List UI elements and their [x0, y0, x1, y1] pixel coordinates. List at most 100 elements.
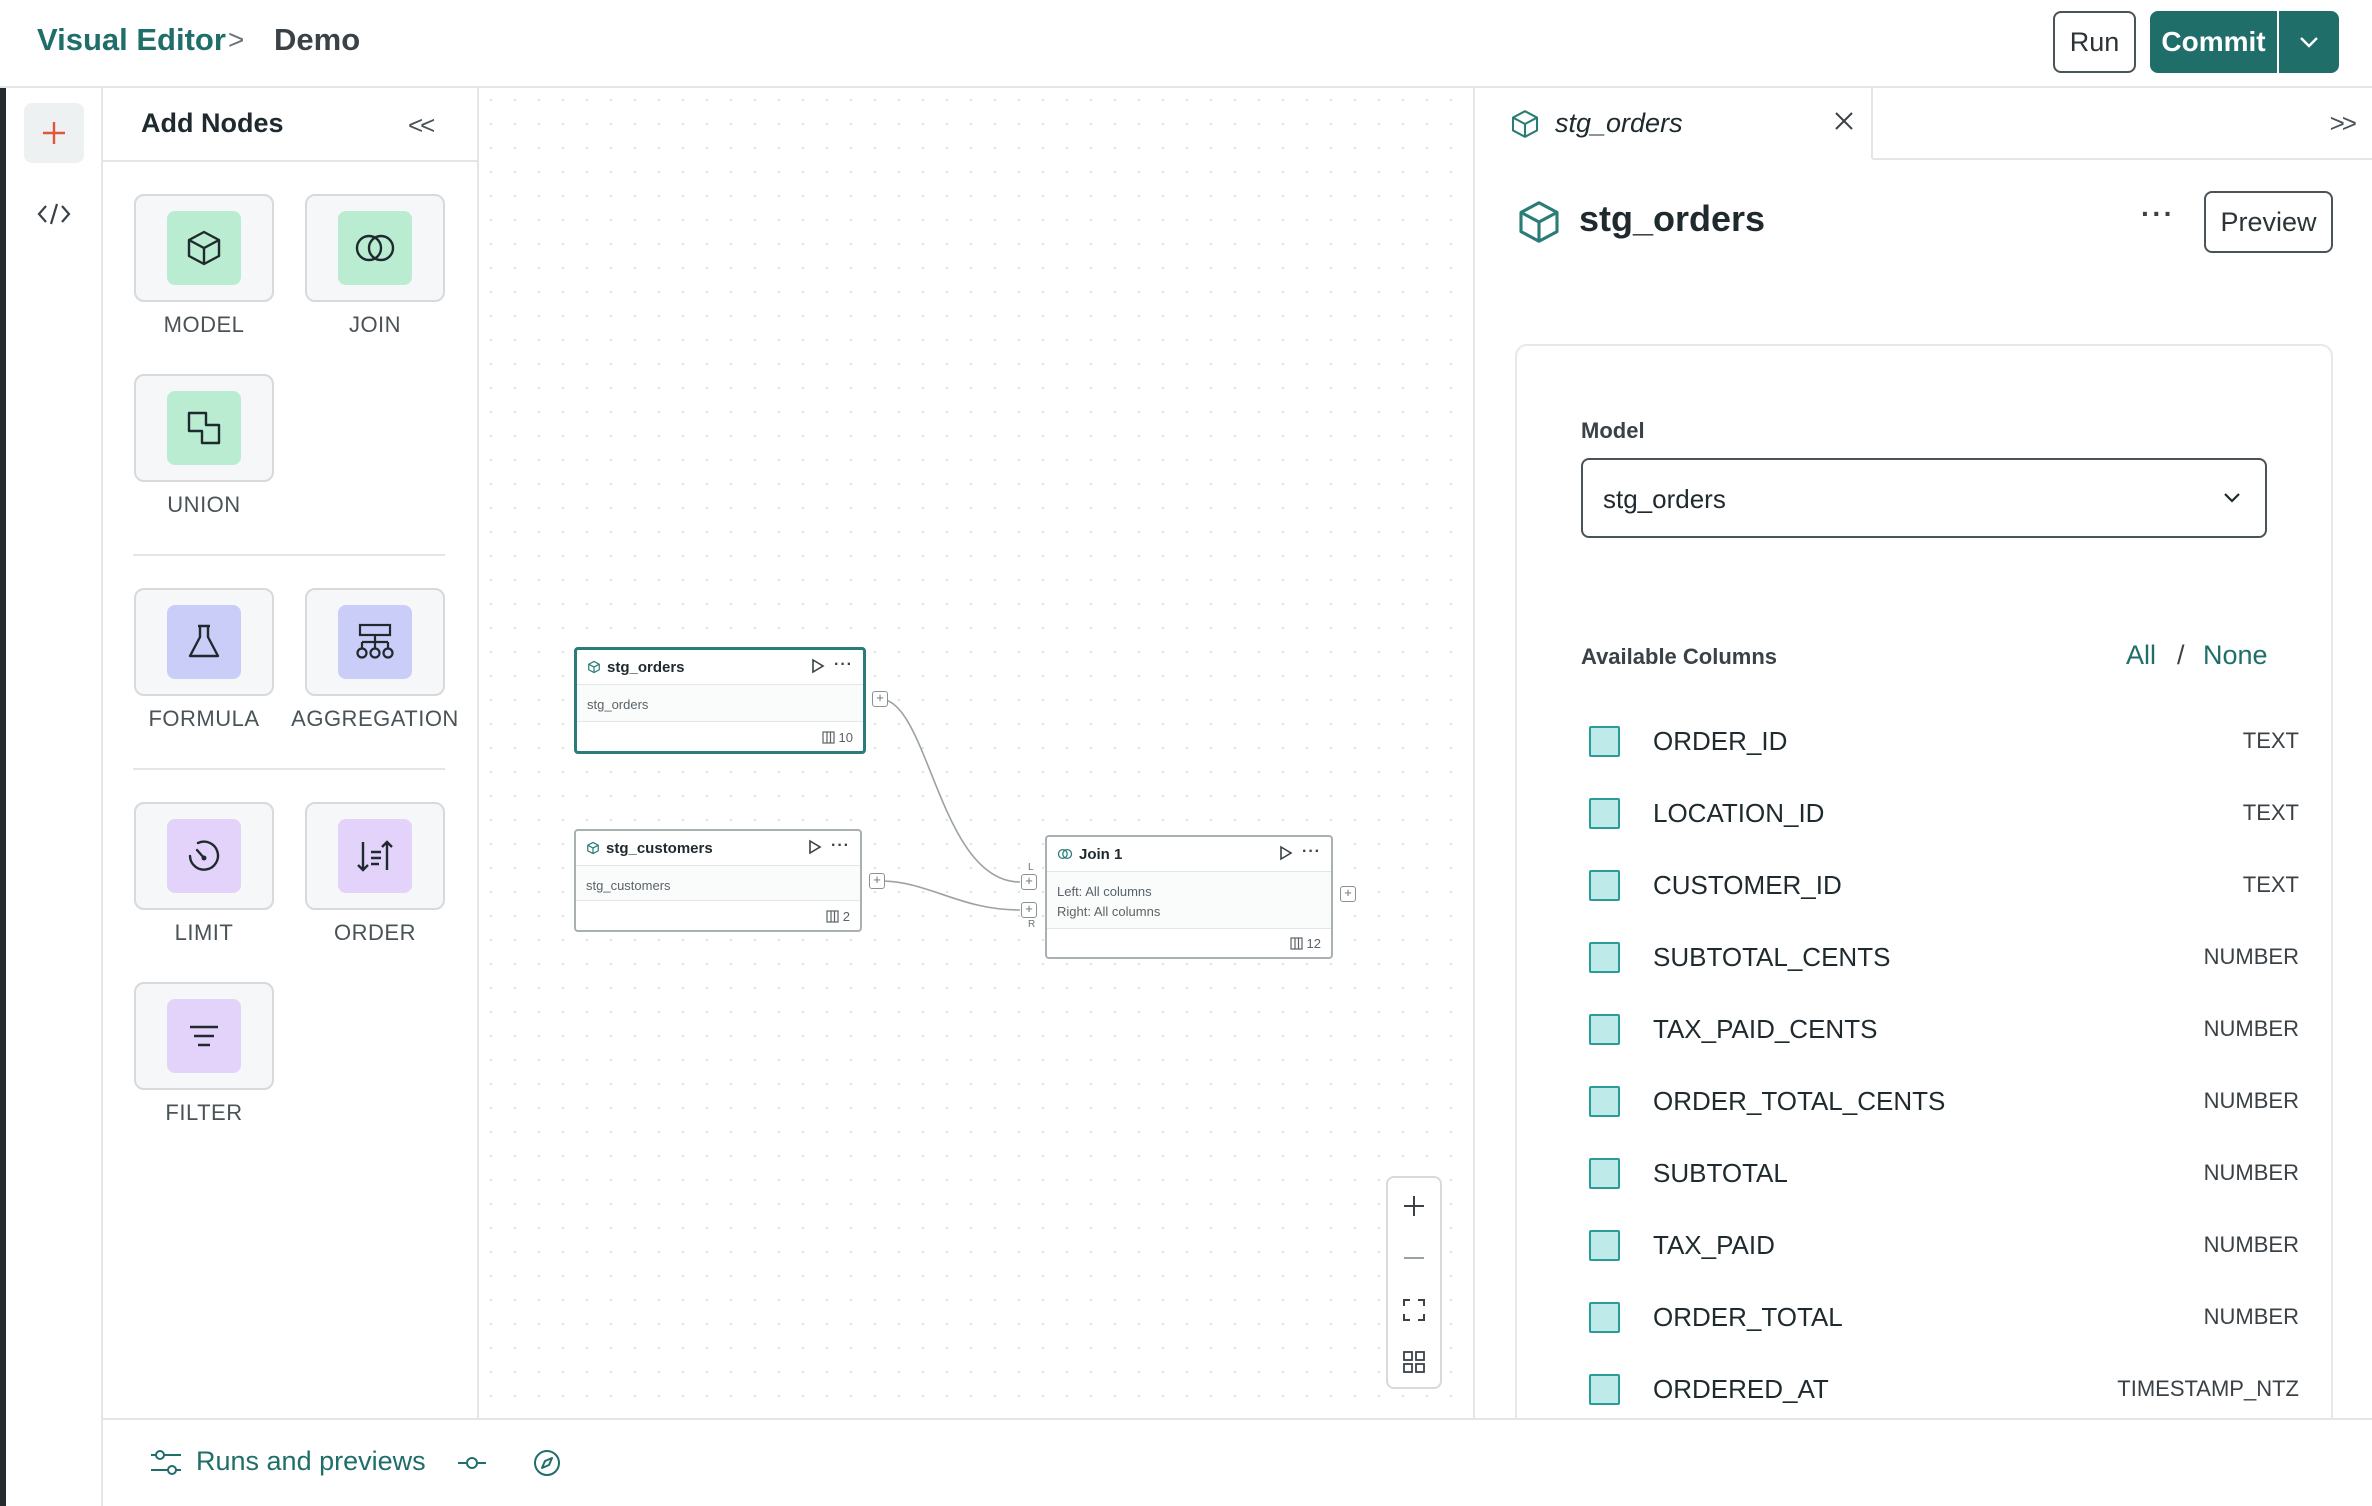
close-icon[interactable] — [1833, 110, 1855, 132]
inspector-tab-bar: stg_orders >> — [1475, 88, 2372, 160]
column-row[interactable]: ORDER_ID TEXT — [1589, 718, 2299, 766]
column-name: ORDER_ID — [1653, 726, 1788, 756]
node-header: stg_orders ··· — [577, 650, 863, 684]
collapse-panel-button[interactable]: << — [408, 110, 435, 140]
select-all-columns-link[interactable]: All — [2126, 640, 2157, 670]
model-node-label: MODEL — [163, 312, 245, 337]
column-type: NUMBER — [2203, 1160, 2299, 1185]
more-icon[interactable]: ··· — [831, 837, 850, 854]
order-node-tile[interactable] — [305, 802, 445, 910]
expand-panel-button[interactable]: >> — [2329, 108, 2357, 138]
model-select-value: stg_orders — [1603, 484, 1726, 514]
column-checkbox[interactable] — [1589, 798, 1620, 829]
top-bar: Visual Editor > Demo Run Commit — [0, 0, 2372, 88]
commit-options-button[interactable] — [2279, 11, 2339, 73]
node-inspector-panel: stg_orders >> stg_orders ··· Preview Mod… — [1473, 88, 2372, 1418]
column-row[interactable]: ORDER_TOTAL NUMBER — [1589, 1294, 2299, 1342]
plus-icon — [43, 122, 65, 144]
column-checkbox[interactable] — [1589, 1158, 1620, 1189]
flask-icon — [167, 605, 241, 679]
output-port-join-1[interactable]: + — [1340, 886, 1356, 902]
join-left-summary: Left: All columns — [1057, 884, 1152, 899]
union-node-tile[interactable] — [134, 374, 274, 482]
more-options-button[interactable]: ··· — [2141, 198, 2175, 229]
column-checkbox[interactable] — [1589, 1014, 1620, 1045]
cube-icon — [587, 841, 599, 855]
column-type: TEXT — [2242, 800, 2299, 825]
chevron-down-icon — [2300, 37, 2318, 48]
join-icon — [338, 211, 412, 285]
zoom-in-button[interactable] — [1388, 1180, 1440, 1232]
column-row[interactable]: CUSTOMER_ID TEXT — [1589, 862, 2299, 910]
input-port-right[interactable]: + — [1021, 902, 1037, 918]
aggregation-icon — [338, 605, 412, 679]
play-icon[interactable] — [811, 658, 825, 674]
column-row[interactable]: SUBTOTAL NUMBER — [1589, 1150, 2299, 1198]
code-view-rail-button[interactable] — [24, 184, 84, 244]
column-checkbox[interactable] — [1589, 942, 1620, 973]
column-checkbox[interactable] — [1589, 1086, 1620, 1117]
column-checkbox[interactable] — [1589, 726, 1620, 757]
sliders-icon — [151, 1450, 181, 1475]
fit-view-button[interactable] — [1388, 1284, 1440, 1336]
left-port-label: L — [1028, 862, 1034, 873]
aggregation-node-tile[interactable] — [305, 588, 445, 696]
more-icon[interactable]: ··· — [834, 656, 853, 673]
column-row[interactable]: ORDER_TOTAL_CENTS NUMBER — [1589, 1078, 2299, 1126]
column-type: TEXT — [2242, 728, 2299, 753]
column-name: LOCATION_ID — [1653, 798, 1825, 828]
flow-node-join-1[interactable]: Join 1 ··· Left: All columns Right: All … — [1045, 835, 1333, 959]
column-type: NUMBER — [2203, 1304, 2299, 1329]
column-row[interactable]: TAX_PAID_CENTS NUMBER — [1589, 1006, 2299, 1054]
runs-and-previews-button[interactable]: Runs and previews — [196, 1446, 426, 1476]
join-node-label: JOIN — [348, 312, 402, 337]
commit-button[interactable]: Commit — [2150, 11, 2277, 73]
add-nodes-rail-button[interactable] — [24, 103, 84, 163]
columns-icon — [821, 731, 835, 744]
column-checkbox[interactable] — [1589, 1230, 1620, 1261]
model-select[interactable]: stg_orders — [1581, 458, 2267, 538]
filter-node-tile[interactable] — [134, 982, 274, 1090]
column-type: NUMBER — [2203, 1016, 2299, 1041]
tab-stg-orders[interactable]: stg_orders — [1475, 88, 1873, 160]
column-row[interactable]: ORDERED_AT TIMESTAMP_NTZ — [1589, 1366, 2299, 1414]
input-port-left[interactable]: + — [1021, 874, 1037, 890]
git-commit-icon[interactable] — [457, 1450, 487, 1476]
column-type: TEXT — [2242, 872, 2299, 897]
more-icon[interactable]: ··· — [1302, 843, 1321, 860]
column-checkbox[interactable] — [1589, 1374, 1620, 1405]
formula-node-tile[interactable] — [134, 588, 274, 696]
play-icon[interactable] — [1279, 845, 1293, 861]
output-port-stg-orders[interactable]: + — [872, 691, 888, 707]
join-icon — [1057, 849, 1073, 859]
select-no-columns-link[interactable]: None — [2203, 640, 2268, 670]
divider — [133, 554, 445, 556]
join-node-tile[interactable] — [305, 194, 445, 302]
compass-icon[interactable] — [532, 1448, 562, 1478]
breadcrumb-current-page: Demo — [274, 22, 361, 57]
toggle-grid-button[interactable] — [1388, 1336, 1440, 1388]
play-icon[interactable] — [808, 839, 822, 855]
flow-canvas[interactable]: stg_orders ··· stg_orders 10 + stg_custo… — [479, 88, 1473, 1418]
column-checkbox[interactable] — [1589, 870, 1620, 901]
union-node-label: UNION — [167, 492, 241, 517]
grid-icon — [1403, 1351, 1425, 1373]
flow-node-stg-customers[interactable]: stg_customers ··· stg_customers 2 — [574, 829, 862, 932]
limit-node-tile[interactable] — [134, 802, 274, 910]
column-row[interactable]: LOCATION_ID TEXT — [1589, 790, 2299, 838]
preview-button[interactable]: Preview — [2204, 191, 2333, 253]
column-checkbox[interactable] — [1589, 1302, 1620, 1333]
limit-node-label: LIMIT — [174, 920, 234, 945]
node-title: stg_customers — [606, 839, 713, 857]
run-button[interactable]: Run — [2053, 11, 2136, 73]
breadcrumb-visual-editor[interactable]: Visual Editor — [37, 22, 226, 57]
model-node-tile[interactable] — [134, 194, 274, 302]
column-name: TAX_PAID_CENTS — [1653, 1014, 1878, 1044]
column-name: TAX_PAID — [1653, 1230, 1775, 1260]
column-row[interactable]: TAX_PAID NUMBER — [1589, 1222, 2299, 1270]
flow-node-stg-orders[interactable]: stg_orders ··· stg_orders 10 — [574, 647, 866, 754]
column-count-value: 2 — [842, 909, 850, 924]
zoom-out-button[interactable] — [1388, 1232, 1440, 1284]
output-port-stg-customers[interactable]: + — [869, 873, 885, 889]
column-row[interactable]: SUBTOTAL_CENTS NUMBER — [1589, 934, 2299, 982]
